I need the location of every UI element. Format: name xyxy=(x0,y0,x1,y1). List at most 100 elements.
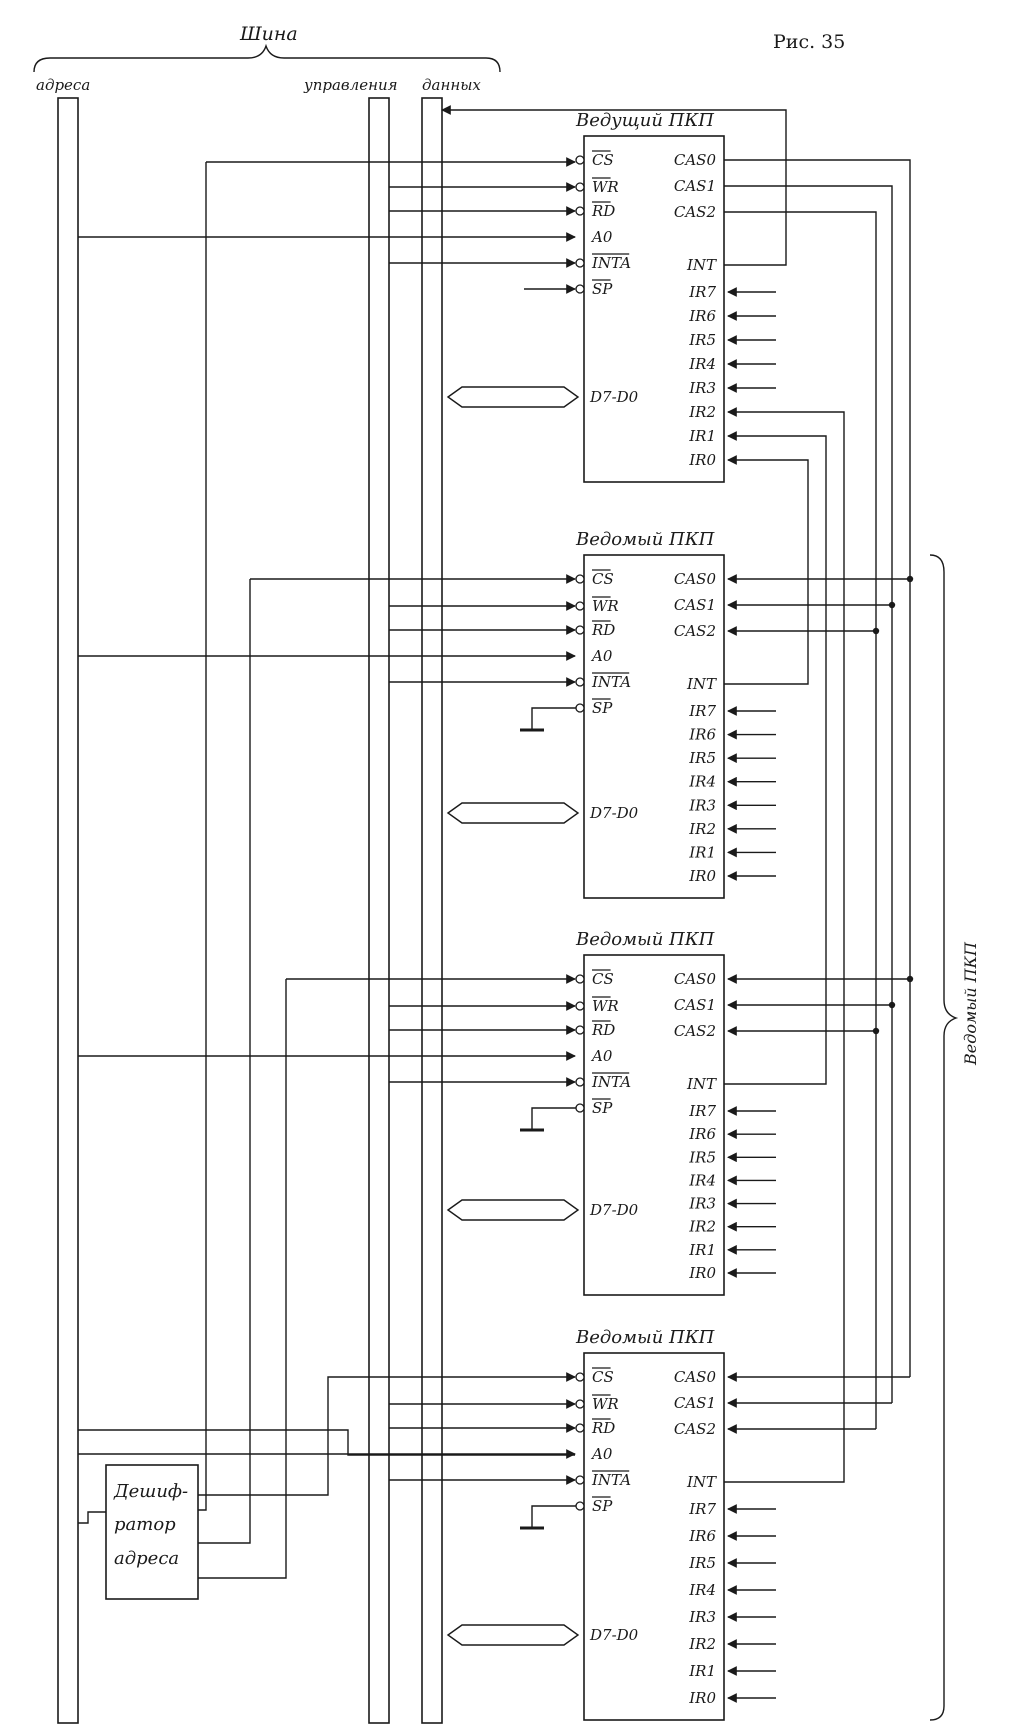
chip-3-pin-ir4: IR4 xyxy=(688,1171,716,1189)
chip-3-pin-cas0: CAS0 xyxy=(674,970,717,988)
chip-4: Ведомый ПКПCSWRRDA0INTASPD7-D0CAS0CAS1CA… xyxy=(575,1327,725,1721)
chip-3-pin-a0: A0 xyxy=(590,1047,613,1065)
chip-2-pin-int: INT xyxy=(686,675,717,693)
chip-2-pin-cas0: CAS0 xyxy=(674,570,717,588)
chips: Ведущий ПКПCSWRRDA0INTASPD7-D0CAS0CAS1CA… xyxy=(575,110,725,1721)
chip-3-pin-ir5: IR5 xyxy=(688,1148,716,1166)
chip-3-cas1-junction xyxy=(888,1001,896,1009)
chip-1-bubble-inta xyxy=(575,258,585,268)
chip-4-pin-cs: CS xyxy=(592,1368,614,1386)
chip-4-pin-cas1: CAS1 xyxy=(674,1394,716,1412)
address-decoder xyxy=(105,1464,199,1600)
chip-4-pin-int: INT xyxy=(686,1473,717,1491)
chip-2-pin-sp: SP xyxy=(592,699,613,717)
chip-4-sp-ground-wire xyxy=(531,1505,576,1528)
chip-2-bubble-rd xyxy=(575,625,585,635)
chip-2-pin-a0: A0 xyxy=(590,647,613,665)
chip-1-pin-inta: INTA xyxy=(591,254,631,272)
chip-3-pin-wr: WR xyxy=(592,997,619,1015)
chip-3-pin-cs: CS xyxy=(592,970,614,988)
chip-3-bubble-cs xyxy=(575,974,585,984)
chip-4-pin-ir3: IR3 xyxy=(688,1608,716,1626)
chip-3-data-bus-link xyxy=(446,1199,580,1221)
chip-2-pin-ir2: IR2 xyxy=(688,820,716,838)
address-bus xyxy=(57,97,79,1724)
chip-2-pin-ir5: IR5 xyxy=(688,749,716,767)
chip-2-pin-ir6: IR6 xyxy=(688,726,716,744)
address-bus-label: адреса xyxy=(36,76,90,94)
chip-1-pin-ir4: IR4 xyxy=(688,355,716,373)
slave-group-brace xyxy=(929,554,959,1721)
chip-3-pin-ir6: IR6 xyxy=(688,1125,716,1143)
slave-group-label: Ведомый ПКП xyxy=(961,941,980,1066)
chip-4-pin-wr: WR xyxy=(592,1395,619,1413)
chip-2-pin-ir7: IR7 xyxy=(688,702,716,720)
chip-3-pin-ir7: IR7 xyxy=(688,1102,716,1120)
chip-1-pin-ir2: IR2 xyxy=(688,403,716,421)
decoder-output-3 xyxy=(198,979,287,1579)
chip-1-pin-a0: A0 xyxy=(590,228,613,246)
chip-3-body xyxy=(583,954,725,1296)
chip-3-pin-data: D7-D0 xyxy=(589,1201,639,1219)
decoder-label-line-2: ратор xyxy=(114,1514,176,1535)
data-bus-label: данных xyxy=(422,76,481,94)
chip-1-data-bus-link xyxy=(446,386,580,408)
chip-2: Ведомый ПКПCSWRRDA0INTASPD7-D0CAS0CAS1CA… xyxy=(575,529,725,899)
chip-2-cas1-junction xyxy=(888,601,896,609)
chip-1-pin-cas0: CAS0 xyxy=(674,151,717,169)
wiring xyxy=(78,105,914,1703)
chip-3-cas2-junction xyxy=(872,1027,880,1035)
chip-3-pin-sp: SP xyxy=(592,1099,613,1117)
cas0-bus-line xyxy=(724,159,911,1377)
chip-4-pin-ir4: IR4 xyxy=(688,1581,716,1599)
chip-2-bubble-sp xyxy=(575,703,585,713)
chip-4-pin-ir2: IR2 xyxy=(688,1635,716,1653)
chip-3-pin-cas1: CAS1 xyxy=(674,996,716,1014)
chip-2-pin-cs: CS xyxy=(592,570,614,588)
chip-4-pin-cas0: CAS0 xyxy=(674,1368,717,1386)
chip-1-pin-cas2: CAS2 xyxy=(674,203,716,221)
chip-1-body xyxy=(583,135,725,483)
chip-4-pin-a0: A0 xyxy=(590,1445,613,1463)
chip-2-cas2-junction xyxy=(872,627,880,635)
decoder-output-1 xyxy=(198,162,207,1511)
chip-4-pin-ir1: IR1 xyxy=(688,1662,716,1680)
chip-2-body xyxy=(583,554,725,899)
chip-4-bubble-wr xyxy=(575,1399,585,1409)
chip-4-int-to-master-ir2 xyxy=(724,407,845,1483)
chip-2-pin-data: D7-D0 xyxy=(589,804,639,822)
chip-3-pin-rd: RD xyxy=(591,1021,615,1039)
chip-2-pin-ir4: IR4 xyxy=(688,773,716,791)
decoder-label-line-1: Дешиф- xyxy=(113,1481,188,1502)
chip-3-bubble-rd xyxy=(575,1025,585,1035)
chip-4-pin-ir0: IR0 xyxy=(688,1689,716,1707)
chip-2-pin-ir0: IR0 xyxy=(688,867,716,885)
figure-label: Рис. 35 xyxy=(773,31,845,53)
chip-3-pin-cas2: CAS2 xyxy=(674,1022,716,1040)
chip-3-bubble-inta xyxy=(575,1077,585,1087)
chip-4-a0-route xyxy=(78,1429,575,1456)
chip-2-pin-cas1: CAS1 xyxy=(674,596,716,614)
bus-title-brace xyxy=(33,43,501,73)
chip-1-bubble-sp xyxy=(575,284,585,294)
chip-2-pin-inta: INTA xyxy=(591,673,631,691)
chip-3-int-to-master-ir1 xyxy=(724,431,827,1085)
chip-4-bubble-cs xyxy=(575,1372,585,1382)
chip-4-bubble-rd xyxy=(575,1423,585,1433)
chip-4-pin-inta: INTA xyxy=(591,1471,631,1489)
decoder-output-2 xyxy=(198,579,251,1544)
chip-3-pin-ir2: IR2 xyxy=(688,1218,716,1236)
bus-title: Шина xyxy=(239,23,298,45)
chip-1-pin-ir1: IR1 xyxy=(688,427,716,445)
chip-1: Ведущий ПКПCSWRRDA0INTASPD7-D0CAS0CAS1CA… xyxy=(575,110,725,483)
chip-3-pin-ir0: IR0 xyxy=(688,1264,716,1282)
chip-2-pin-ir1: IR1 xyxy=(688,843,716,861)
cas2-bus-line xyxy=(724,211,877,1429)
chip-4-pin-cas2: CAS2 xyxy=(674,1420,716,1438)
chip-4-cs-wire xyxy=(198,1372,576,1496)
control-bus-label: управления xyxy=(303,76,398,94)
chip-4-bubble-inta xyxy=(575,1475,585,1485)
chip-2-pin-cas2: CAS2 xyxy=(674,622,716,640)
chip-3-sp-ground-wire xyxy=(531,1107,576,1130)
